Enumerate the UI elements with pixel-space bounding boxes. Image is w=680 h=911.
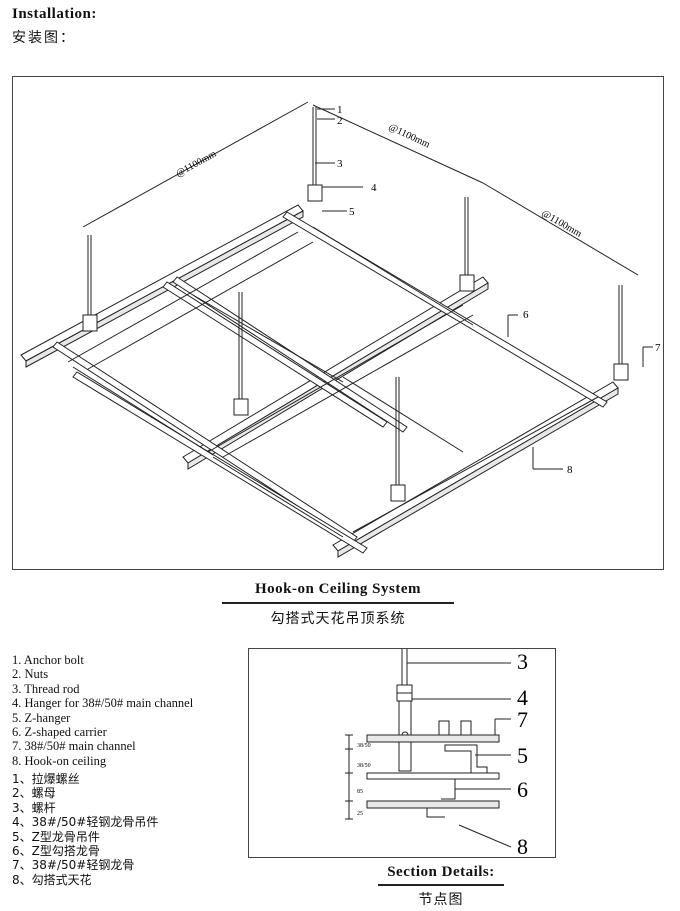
dim-label: 25 [357,811,363,817]
legend-item: 6、Z型勾搭龙骨 [12,844,100,859]
legend-item: 3、螺杆 [12,800,56,815]
dim-label: 38/50 [357,763,371,769]
legend-item: 2. Nuts [12,667,49,682]
dimension-line [345,734,353,820]
legend-item: 4、38#/50#轻钢龙骨吊件 [12,815,159,830]
callout-2: 2 [337,115,343,127]
callout-4: 4 [371,182,377,194]
dim-label: 85 [357,789,363,795]
installation-title: Installation: [12,6,97,22]
detail-caption-cn: 节点图 [418,892,464,908]
legend-item: 6. Z-shaped carrier [12,725,107,740]
hook-on-ceiling [366,800,500,818]
legend-item: 7. 38#/50# main channel [12,739,136,754]
dimension-label: @1100mm [387,122,432,151]
callout-3: 3 [337,158,343,170]
main-drawing-frame: @1100mm @1100mm @1100mm 1 2 3 4 5 6 7 8 [12,76,664,570]
callout-leader [407,662,512,848]
main-caption: Hook-on Ceiling System [254,581,421,597]
z-carrier [366,772,500,800]
dimension-label: @1100mm [174,148,218,179]
thread-rod [401,649,408,687]
callout-1: 1 [337,104,343,116]
detail-callout-4: 4 [517,685,528,710]
main-caption-cn: 勾搭式天花吊顶系统 [270,611,406,627]
dimension-label: @1100mm [540,208,584,240]
detail-callout-6: 6 [517,777,528,802]
legend-item: 8、勾搭式天花 [12,872,92,887]
legend-item: 3. Thread rod [12,681,80,696]
z-carrier [52,211,608,554]
dimension-line [82,101,639,276]
legend-item: 8. Hook-on ceiling [12,753,107,768]
legend-item: 7、38#/50#轻钢龙骨 [12,858,135,873]
legend-item: 2、螺母 [12,786,56,801]
legend-item: 4. Hanger for 38#/50# main channel [12,696,194,711]
detail-callout-3: 3 [517,649,528,674]
section-detail-frame: 38/50 38/50 85 25 3 4 7 5 6 8 [248,648,556,858]
caption-rule [222,602,454,604]
detail-caption: Section Details: [387,864,495,880]
installation-title-cn: 安装图： [12,30,76,46]
hook-on-ceiling-drawing: @1100mm @1100mm @1100mm 1 2 3 4 5 6 7 8 [20,101,661,558]
main-channel [366,720,500,743]
callout-5: 5 [349,206,355,218]
detail-caption-rule [378,884,504,886]
hanger [82,184,629,502]
legend-item: 1、拉爆螺丝 [12,772,80,786]
legend-en: 1. Anchor bolt 2. Nuts 3. Thread rod 4. … [12,653,193,768]
nut [396,684,413,702]
thread-rod [87,107,623,487]
callout-6: 6 [523,309,529,321]
callout-leader [315,108,653,470]
hook-on-ceiling-panel [67,226,599,538]
detail-callout-8: 8 [517,834,528,857]
legend-item: 1. Anchor bolt [12,653,84,667]
main-channel [20,204,619,558]
detail-callout-5: 5 [517,743,528,768]
detail-callout-7: 7 [517,707,528,732]
dim-label: 38/50 [357,743,371,749]
callout-7: 7 [655,342,661,354]
z-hanger [444,744,488,774]
legend-item: 5. Z-hanger [12,710,71,725]
legend-item: 5、Z型龙骨吊件 [12,829,100,844]
callout-8: 8 [567,464,573,476]
section-detail-drawing: 38/50 38/50 85 25 3 4 7 5 6 8 [345,649,528,857]
legend-cn: 1、拉爆螺丝 2、螺母 3、螺杆 4、38#/50#轻钢龙骨吊件 5、Z型龙骨吊… [12,772,158,887]
